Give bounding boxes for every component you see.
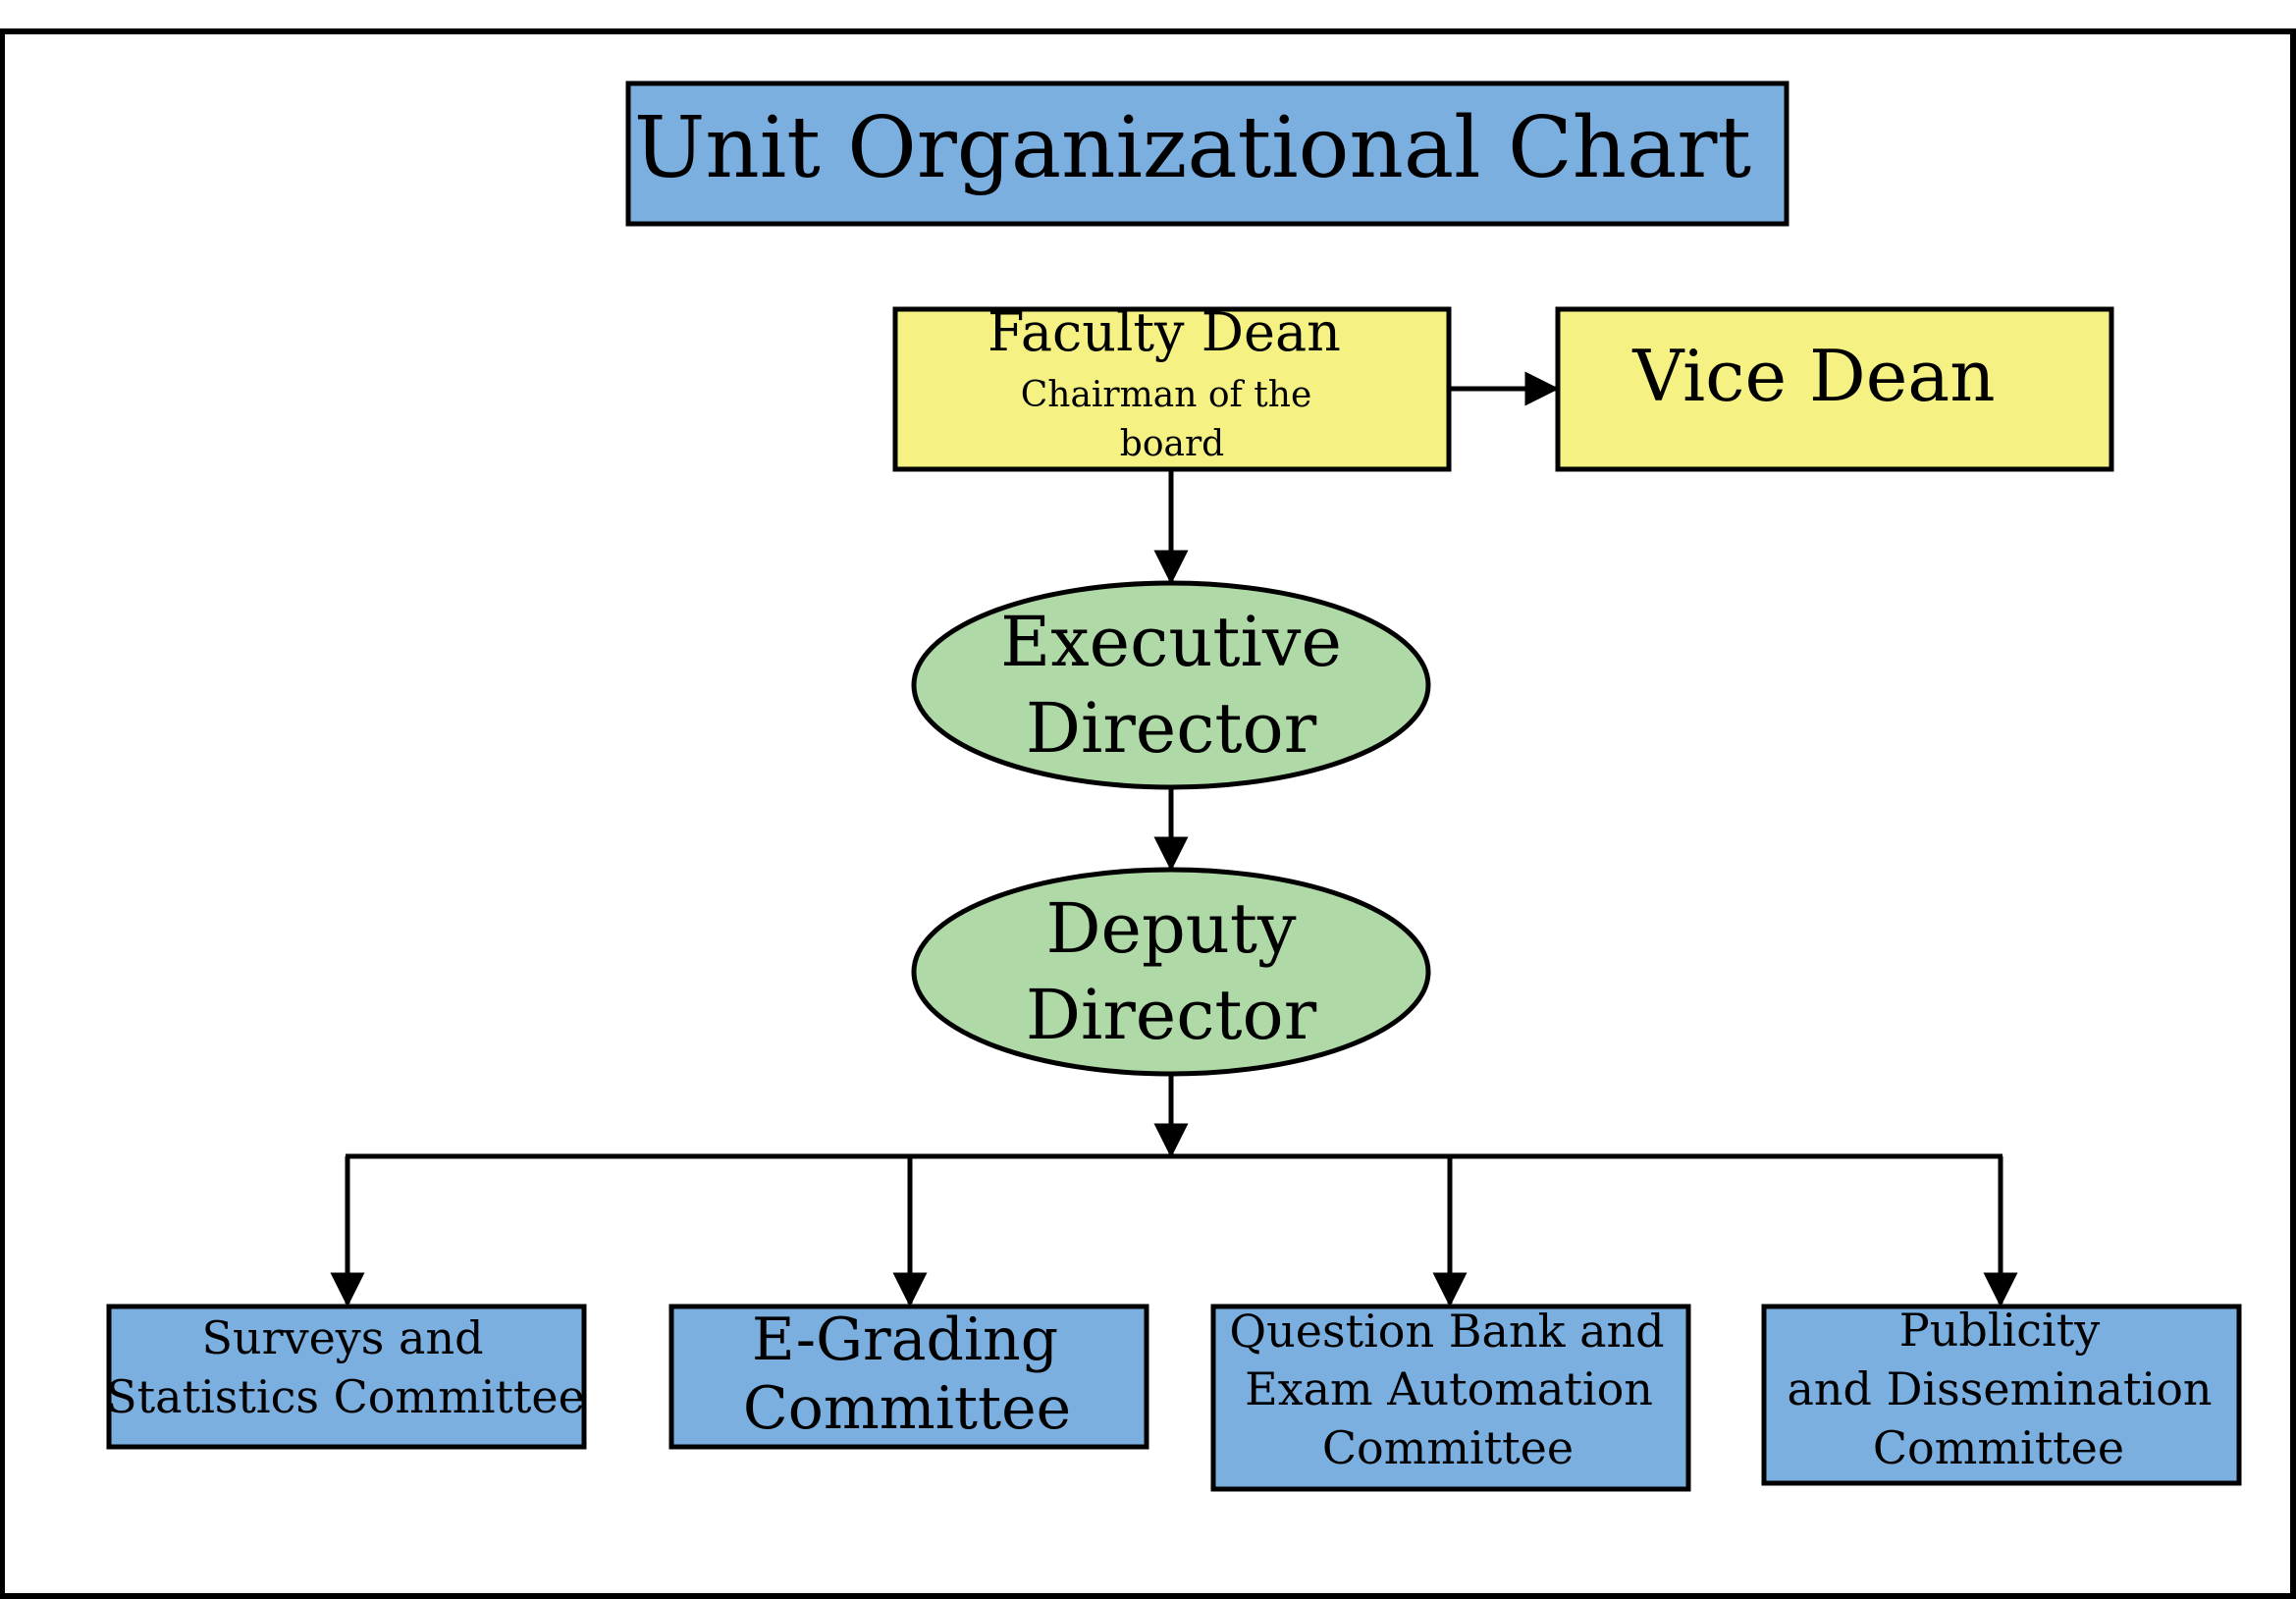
committee-question-bank-line2: Exam Automation [1245, 1362, 1653, 1415]
committee-question-bank-line3: Committee [1322, 1421, 1574, 1474]
committee-publicity-line1: Publicity [1899, 1304, 2100, 1357]
faculty-dean-box [892, 306, 1452, 472]
deputy-director-line2: Director [1026, 975, 1317, 1055]
chart-title: Unit Organizational Chart [634, 99, 1751, 197]
committee-egrading-line2: Committee [743, 1374, 1071, 1443]
faculty-dean-title: Faculty Dean [988, 301, 1341, 363]
executive-director-line1: Executive [1000, 602, 1342, 682]
deputy-director-line1: Deputy [1045, 888, 1297, 969]
faculty-dean-subtitle: Chairman of the [1021, 375, 1312, 415]
title-box [625, 80, 1789, 227]
committee-publicity-line2: and Dissemination [1787, 1362, 2212, 1415]
committee-egrading-line1: E-Grading [752, 1306, 1058, 1374]
vice-dean-box [1555, 306, 2114, 472]
committee-box-surveys [106, 1304, 587, 1450]
committee-box-egrading [668, 1304, 1149, 1450]
committee-box-publicity [1761, 1304, 2242, 1486]
committee-surveys-line1: Surveys and [201, 1311, 483, 1364]
vice-dean-label: Vice Dean [1631, 335, 1995, 417]
executive-director-line2: Director [1026, 688, 1317, 769]
faculty-dean-subtitle-2: board [1120, 424, 1224, 464]
committee-publicity-line3: Committee [1873, 1421, 2124, 1474]
committee-box-question-bank [1210, 1304, 1691, 1492]
committee-surveys-line2: Statistics Committee [106, 1370, 585, 1423]
committee-question-bank-line1: Question Bank and [1229, 1305, 1664, 1358]
